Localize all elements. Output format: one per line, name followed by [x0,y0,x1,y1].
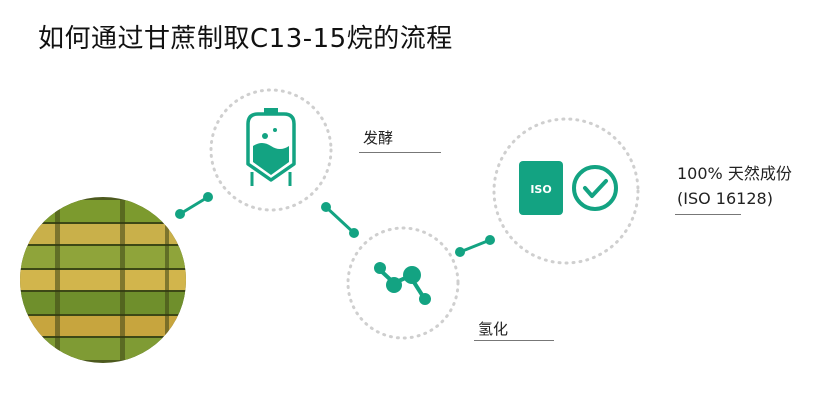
result-label-line2: (ISO 16128) [677,189,773,208]
page-title: 如何通过甘蔗制取C13-15烷的流程 [38,24,453,54]
connector-fermentation-hydrogenation [321,202,359,238]
fermentation-node [209,88,333,212]
iso-badge-label: ISO [530,183,551,196]
hydrogenation-label: 氢化 [478,320,509,338]
iso-document-icon: ISO [519,161,563,215]
fermentation-tank-icon [246,108,296,186]
sugarcane-photo [20,197,186,363]
connector-hydrogenation-result [455,235,495,257]
result-underline [675,214,741,215]
fermentation-label: 发酵 [363,129,394,147]
connector-cane-fermentation [175,192,213,219]
result-label-line1: 100% 天然成份 [677,164,792,183]
molecule-icon [374,262,431,305]
fermentation-underline [359,152,441,153]
checkmark-circle-icon [572,165,618,211]
hydrogenation-underline [474,340,554,341]
hydrogenation-node [346,226,460,340]
result-node: ISO [492,117,640,265]
